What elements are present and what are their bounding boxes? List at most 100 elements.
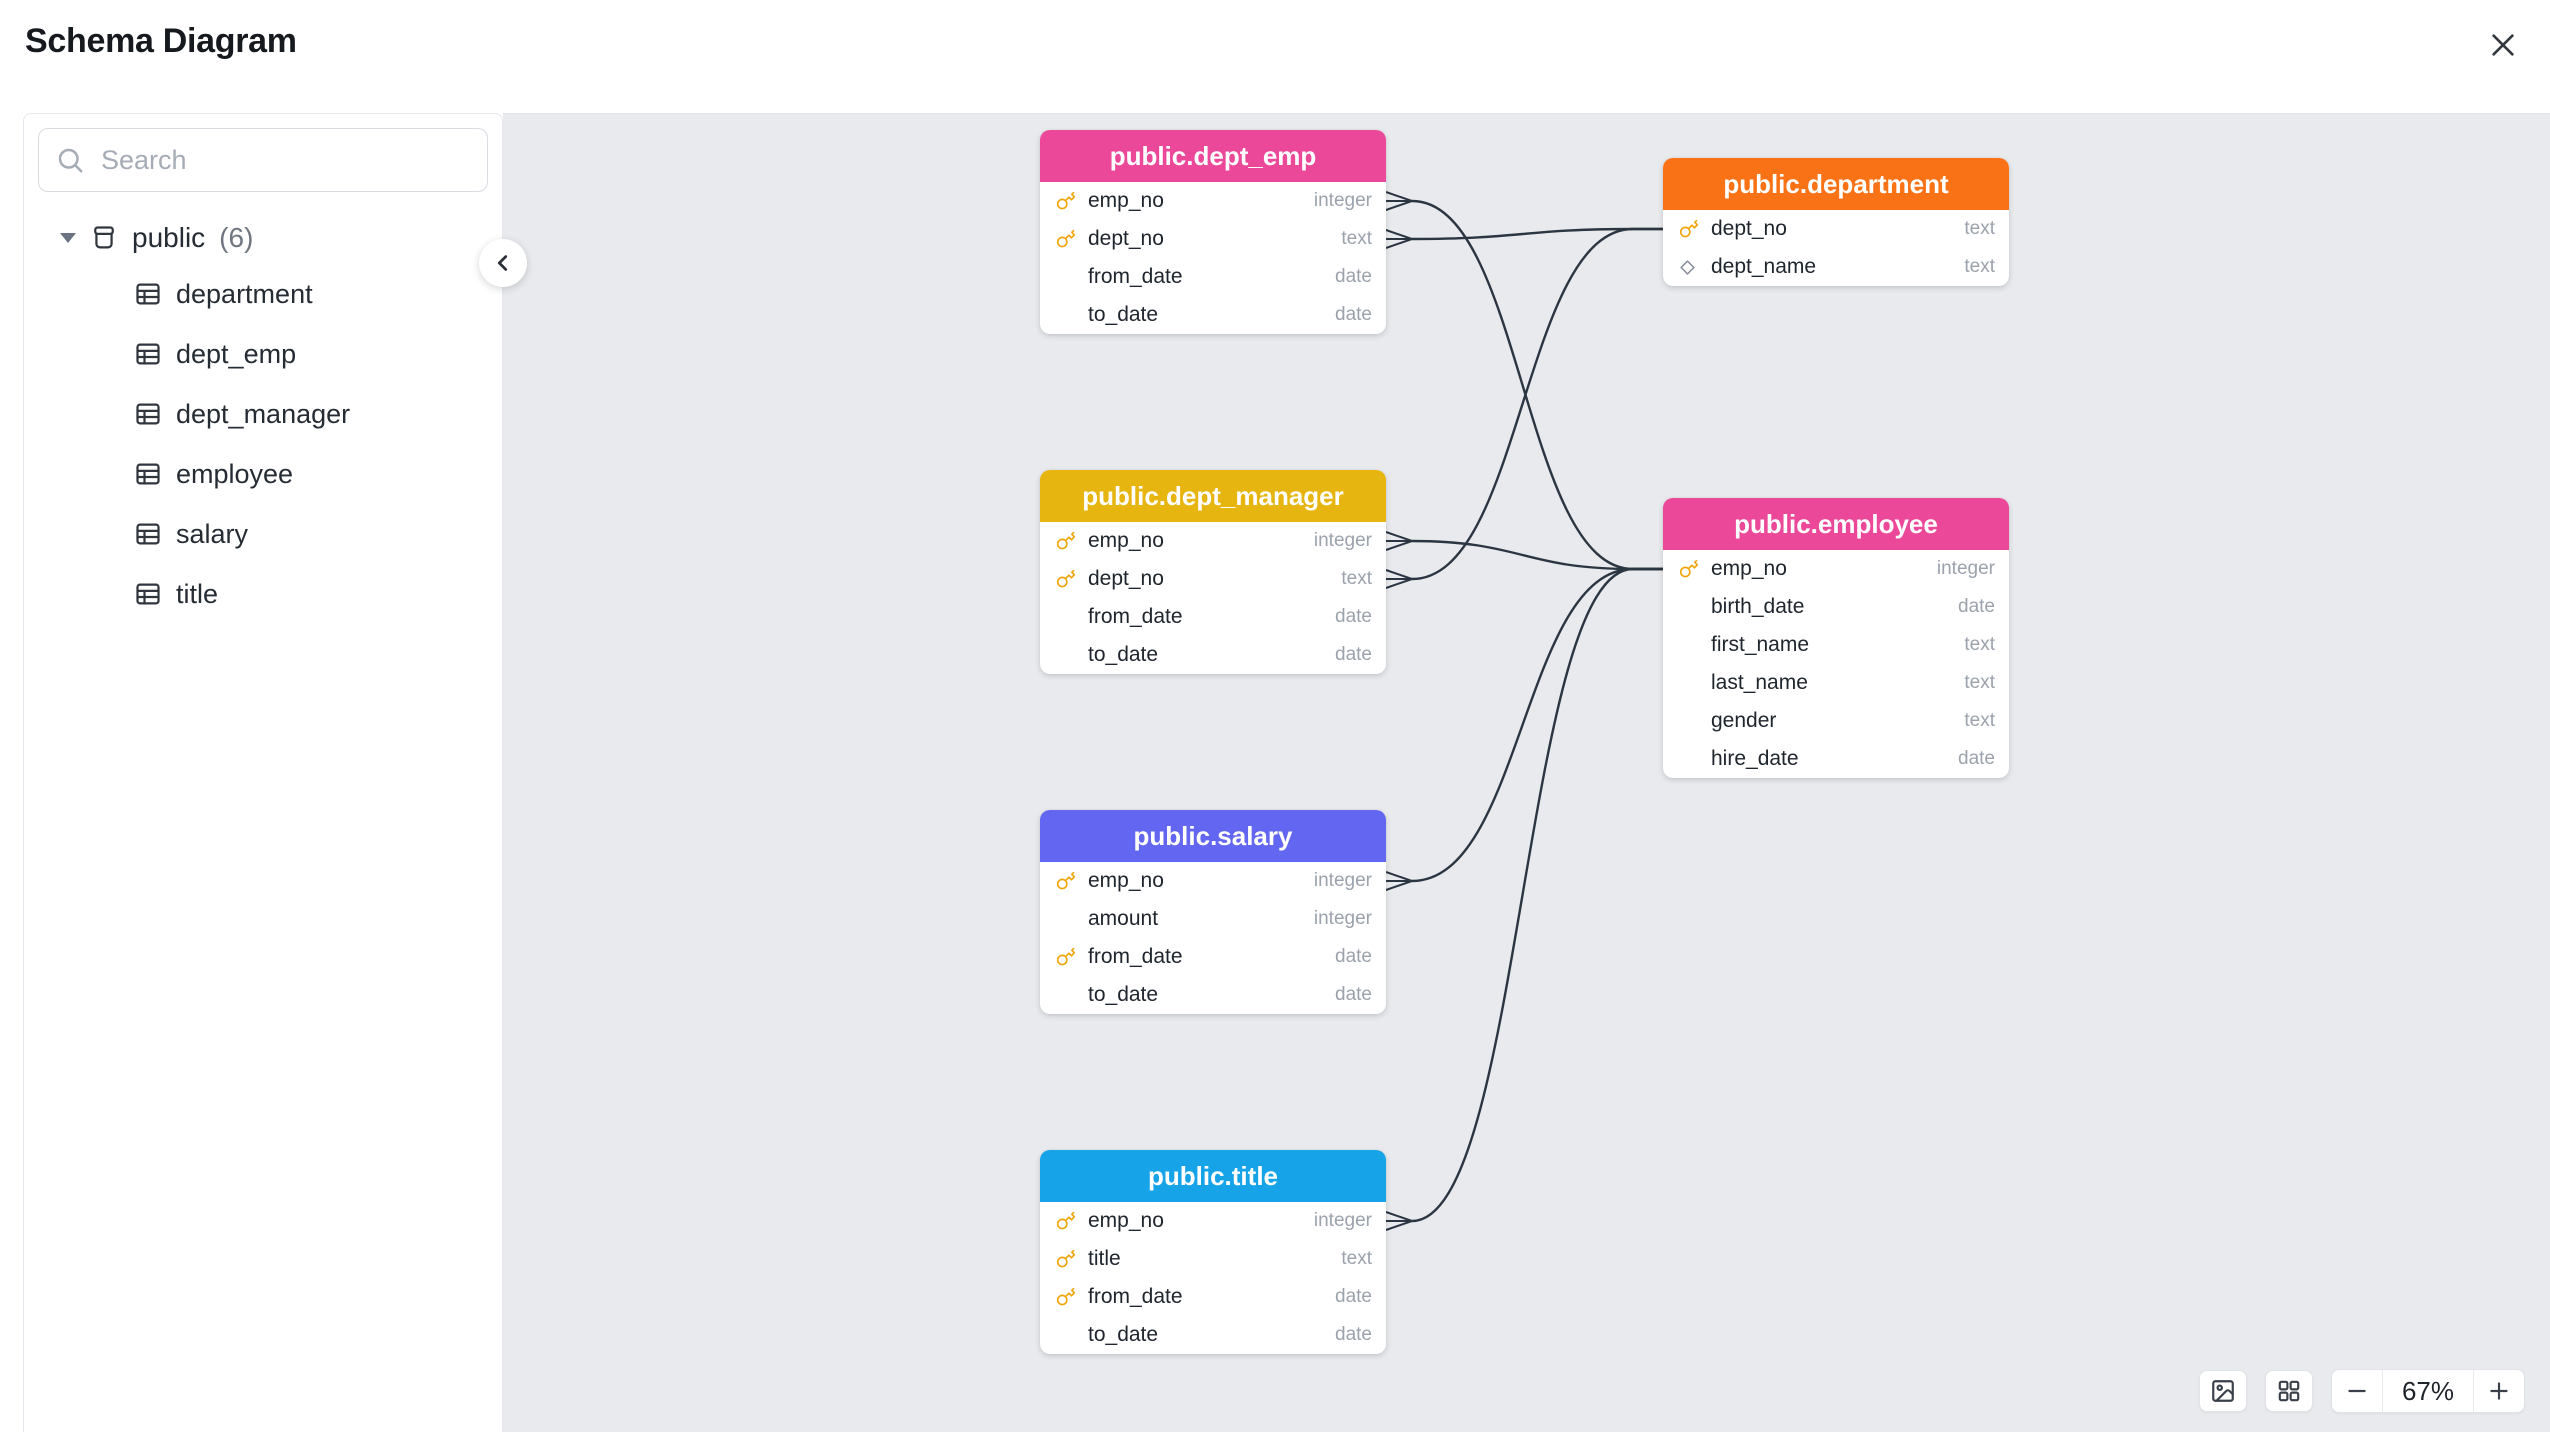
search-input[interactable] xyxy=(99,143,471,177)
primary-key-icon-slot xyxy=(1056,229,1088,249)
diagram-canvas[interactable] xyxy=(503,113,2550,1432)
auto-layout-button[interactable] xyxy=(2265,1370,2313,1412)
column-name: to_date xyxy=(1088,1323,1159,1346)
column-row: hire_date date xyxy=(1663,740,2009,778)
sidebar: public (6) department dept_emp dept_manage… xyxy=(23,113,503,1432)
column-name: gender xyxy=(1711,709,1777,732)
zoom-controls: 67% xyxy=(2331,1369,2525,1413)
table-icon xyxy=(136,523,160,545)
column-type: text xyxy=(1341,228,1372,249)
sidebar-collapse-button[interactable] xyxy=(479,239,527,287)
canvas-controls: 67% xyxy=(2199,1369,2525,1413)
column-name: hire_date xyxy=(1711,747,1799,770)
table-item-label: title xyxy=(176,578,219,609)
search-icon xyxy=(58,148,83,173)
table-node-title: public.salary xyxy=(1040,810,1386,862)
column-type: date xyxy=(1335,266,1372,287)
table-icon xyxy=(136,403,160,425)
table-node-title: public.dept_manager xyxy=(1040,470,1386,522)
table-item-label: dept_manager xyxy=(176,398,351,429)
sidebar-item-dept_manager[interactable]: dept_manager xyxy=(24,384,502,444)
plus-icon xyxy=(2490,1382,2508,1400)
unique-diamond-icon xyxy=(1680,259,1695,275)
primary-key-icon xyxy=(1056,871,1076,890)
column-row: first_name text xyxy=(1663,626,2009,664)
grid-icon xyxy=(2278,1380,2300,1402)
column-type: date xyxy=(1958,748,1995,769)
export-image-button[interactable] xyxy=(2199,1370,2247,1412)
column-name: emp_no xyxy=(1088,869,1164,892)
table-node-title: public.employee xyxy=(1663,498,2009,550)
primary-key-icon-slot xyxy=(1056,871,1088,891)
primary-key-icon xyxy=(1056,1211,1076,1230)
sidebar-item-department[interactable]: department xyxy=(24,264,502,324)
sidebar-item-title[interactable]: title xyxy=(24,564,502,624)
column-row: emp_no integer xyxy=(1040,522,1386,560)
sidebar-item-employee[interactable]: employee xyxy=(24,444,502,504)
zoom-out-button[interactable] xyxy=(2332,1370,2382,1412)
primary-key-icon-slot xyxy=(1056,569,1088,589)
table-item-label: employee xyxy=(176,458,294,489)
column-type: integer xyxy=(1313,530,1372,551)
table-icon xyxy=(136,463,160,485)
schema-tree: public (6) department dept_emp dept_manage… xyxy=(24,212,502,624)
table-item-label: dept_emp xyxy=(176,338,297,369)
column-name: title xyxy=(1088,1247,1121,1270)
schema-name: public xyxy=(132,222,206,253)
zoom-in-button[interactable] xyxy=(2474,1370,2524,1412)
table-node-title: public.title xyxy=(1040,1150,1386,1202)
primary-key-icon-slot xyxy=(1056,947,1088,967)
table-node-title: public.department xyxy=(1663,158,2009,210)
database-icon xyxy=(94,226,114,249)
column-type: date xyxy=(1335,644,1372,665)
primary-key-icon xyxy=(1056,531,1076,550)
close-button[interactable] xyxy=(2482,24,2524,66)
column-type: integer xyxy=(1936,558,1995,579)
sidebar-item-dept_emp[interactable]: dept_emp xyxy=(24,324,502,384)
column-name: emp_no xyxy=(1088,1209,1164,1232)
column-name: emp_no xyxy=(1088,529,1164,552)
column-name: from_date xyxy=(1088,265,1183,288)
column-name: first_name xyxy=(1711,633,1810,656)
table-icon xyxy=(136,343,160,365)
image-icon xyxy=(2212,1380,2234,1402)
sidebar-item-salary[interactable]: salary xyxy=(24,504,502,564)
primary-key-icon xyxy=(1056,1287,1076,1306)
column-type: text xyxy=(1964,634,1995,655)
column-type: date xyxy=(1335,304,1372,325)
column-row: from_date date xyxy=(1040,258,1386,296)
caret-down-icon xyxy=(60,233,76,243)
column-type: date xyxy=(1335,984,1372,1005)
table-item-label: salary xyxy=(176,518,249,549)
column-type: date xyxy=(1335,606,1372,627)
chevron-left-icon xyxy=(497,255,508,271)
primary-key-icon-slot xyxy=(1056,191,1088,211)
primary-key-icon-slot xyxy=(1056,531,1088,551)
schema-tree-item[interactable]: public (6) xyxy=(24,212,502,264)
table-item-label: department xyxy=(176,278,313,309)
column-type: integer xyxy=(1313,190,1372,211)
column-type: date xyxy=(1335,1286,1372,1307)
column-name: dept_name xyxy=(1711,255,1817,278)
column-type: text xyxy=(1341,568,1372,589)
column-name: emp_no xyxy=(1088,189,1164,212)
column-type: date xyxy=(1958,596,1995,617)
primary-key-icon xyxy=(1056,191,1076,210)
